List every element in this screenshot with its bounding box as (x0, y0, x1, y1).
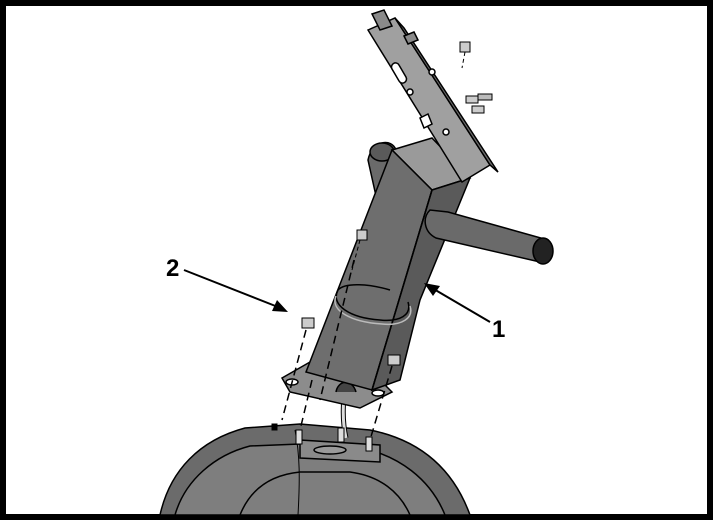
base-shroud (159, 423, 472, 516)
cable-tie (334, 284, 412, 326)
callout-label-2: 2 (166, 255, 179, 282)
column-nut-upper (351, 229, 368, 271)
base-studs (271, 423, 373, 452)
callout-arrow-1 (424, 283, 491, 323)
upright-column (305, 137, 472, 392)
alignment-lines (281, 259, 393, 441)
nut (301, 317, 401, 366)
bracket-bolts (459, 41, 493, 114)
top-bracket (366, 9, 499, 184)
callout-arrow-2 (183, 269, 288, 312)
front-handle (424, 209, 554, 265)
callout-label-1: 1 (492, 316, 505, 343)
